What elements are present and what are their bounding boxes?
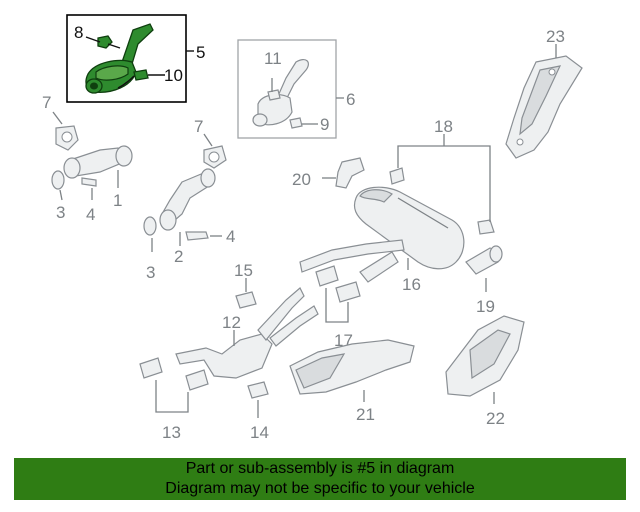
callout-3-left: 3 (56, 203, 65, 222)
callout-4-left: 4 (86, 205, 95, 224)
callout-10: 10 (164, 66, 183, 85)
callout-7-right: 7 (194, 117, 203, 136)
callout-2: 2 (174, 247, 183, 266)
callout-14: 14 (250, 423, 269, 442)
callout-11: 11 (264, 49, 282, 68)
callout-23: 23 (546, 27, 565, 46)
banner-line-1: Part or sub-assembly is #5 in diagram (185, 460, 455, 477)
highlighted-assembly-5[interactable]: 8 10 5 (66, 14, 205, 103)
callout-5: 5 (196, 43, 205, 62)
callout-8: 8 (74, 23, 83, 42)
callout-6: 6 (346, 90, 355, 109)
info-banner: Part or sub-assembly is #5 in diagram Di… (14, 458, 626, 500)
sub-assembly-6[interactable]: 11 9 6 (237, 39, 355, 139)
heat-shield-22[interactable]: 22 (445, 315, 525, 428)
callout-3-right: 3 (146, 263, 155, 282)
rear-muffler-parts[interactable]: 20 18 16 19 (292, 117, 503, 316)
banner-line-2: Diagram may not be specific to your vehi… (165, 480, 475, 497)
callout-9: 9 (320, 115, 329, 134)
heat-shield-23[interactable]: 23 (505, 27, 583, 159)
center-pipe-parts[interactable]: 15 12 17 13 14 (139, 261, 361, 442)
callout-19: 19 (476, 297, 495, 316)
callout-20: 20 (292, 170, 311, 189)
callout-4-right: 4 (226, 227, 235, 246)
front-converter-parts[interactable]: 7 1 3 4 7 2 3 4 (42, 93, 235, 282)
callout-1: 1 (113, 191, 122, 210)
callout-21: 21 (356, 405, 375, 424)
callout-15: 15 (234, 261, 253, 280)
callout-16: 16 (402, 275, 421, 294)
callout-22: 22 (486, 409, 505, 428)
callout-13: 13 (162, 423, 181, 442)
heat-shield-21[interactable]: 21 (289, 339, 415, 424)
callout-12: 12 (222, 313, 241, 332)
callout-7-left: 7 (42, 93, 51, 112)
callout-18: 18 (434, 117, 453, 136)
